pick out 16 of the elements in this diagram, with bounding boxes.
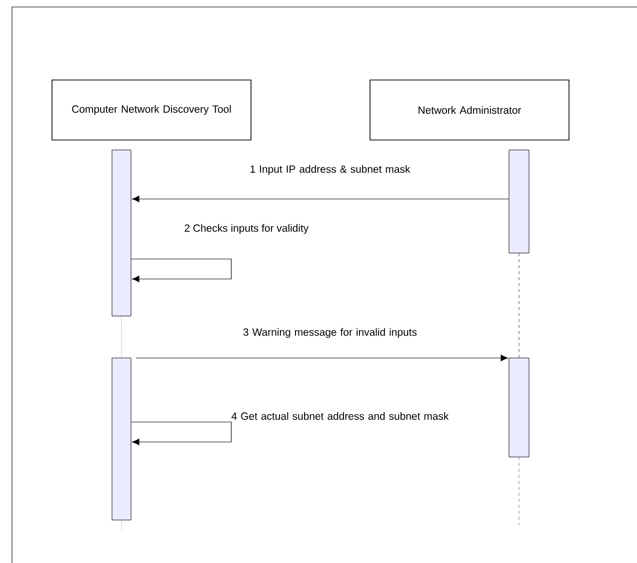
- lifeline: [121, 316, 122, 358]
- message-label: 4 Get actual subnet address and subnet mask: [232, 412, 449, 420]
- message-arrow: [132, 196, 510, 202]
- message-label: 3 Warning message for invalid inputs: [243, 328, 417, 338]
- lifeline: [518, 253, 520, 358]
- message-arrow: [136, 354, 508, 362]
- actor-box: Computer Network Discovery Tool: [52, 80, 252, 140]
- self-message-arrow: [130, 422, 232, 446]
- message-label: 2 Checks inputs for validity: [184, 224, 309, 234]
- self-message-arrow: [130, 258, 232, 282]
- activation-bar: [112, 150, 132, 316]
- activation-bar: [112, 358, 132, 520]
- actor-box: Network Administrator: [370, 80, 570, 140]
- activation-bar: [508, 358, 530, 458]
- message-label: 1 Input IP address & subnet mask: [250, 165, 410, 175]
- activation-bar: [508, 150, 530, 254]
